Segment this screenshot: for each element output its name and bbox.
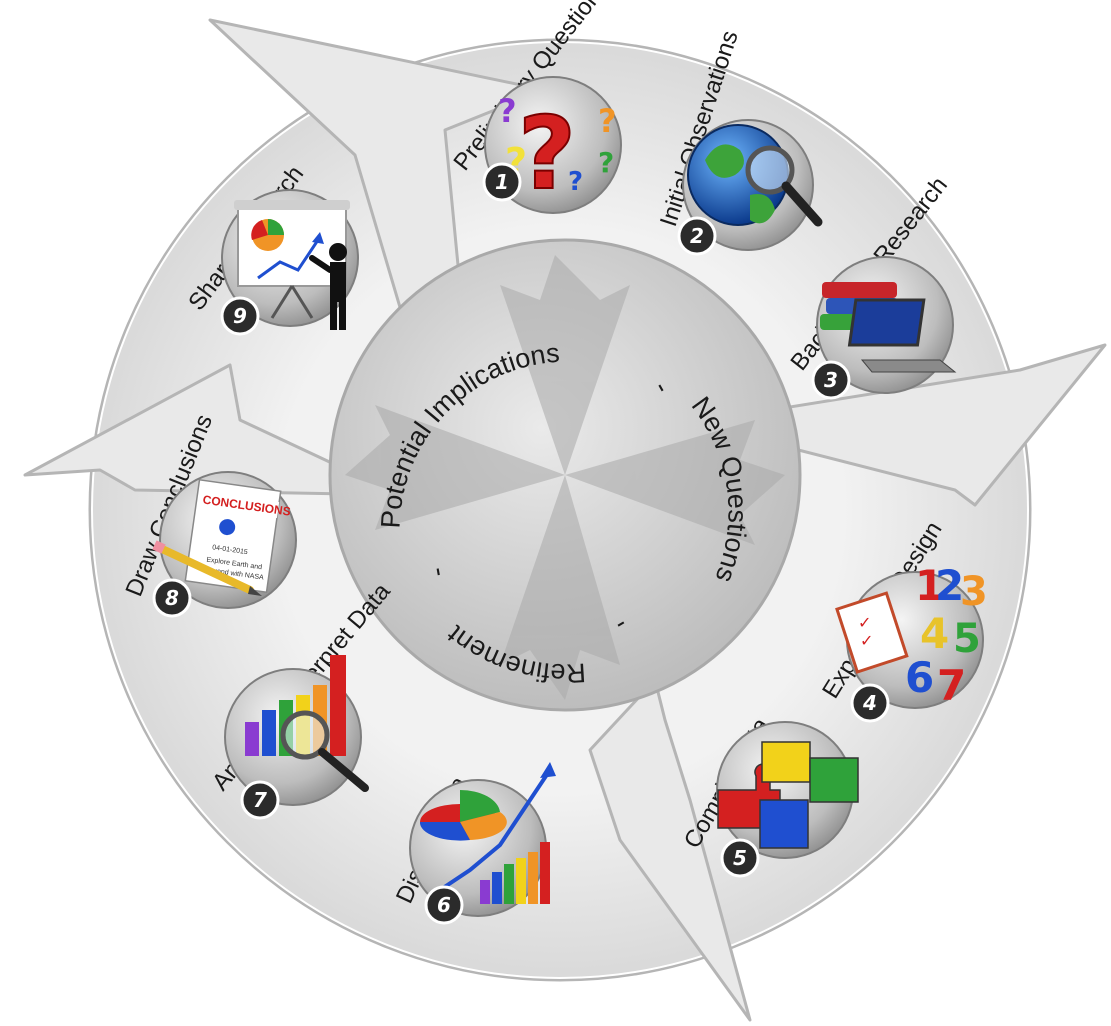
step-4-badge <box>850 683 890 723</box>
step-7-number: 7 <box>253 788 267 812</box>
step-8-number: 8 <box>165 586 179 610</box>
conclusions-document-icon: CONCLUSIONS 04-01-2015 Explore Earth and… <box>152 478 292 596</box>
step-1: Preliminary Question ? ? ? ? ? ? 1 <box>448 0 622 214</box>
step-2: Initial Observations 2 <box>655 27 823 256</box>
step-6-badge <box>424 885 464 925</box>
question-marks-icon: ? ? ? ? ? ? <box>498 92 617 213</box>
svg-text:?: ? <box>598 102 617 140</box>
svg-text:5: 5 <box>953 616 981 662</box>
svg-text:✓: ✓ <box>860 631 873 650</box>
svg-text:?: ? <box>518 95 576 212</box>
svg-text:3: 3 <box>960 569 988 615</box>
pie-bar-chart-icon <box>419 762 556 904</box>
svg-text:7: 7 <box>937 661 966 710</box>
step-3-number: 3 <box>824 368 838 392</box>
svg-text:?: ? <box>568 167 583 197</box>
step-5-number: 5 <box>733 846 747 870</box>
step-3-badge <box>811 360 851 400</box>
step-9: Share Research 9 <box>183 161 359 336</box>
step-6-number: 6 <box>437 893 451 917</box>
cycle-arrow-left <box>23 363 402 497</box>
step-1-badge <box>482 162 522 202</box>
globe-magnifier-icon <box>687 124 823 227</box>
svg-text:?: ? <box>598 146 614 179</box>
checklist-numbers-icon: ✓ ✓ 1 2 3 4 5 6 7 <box>835 561 988 710</box>
presentation-icon <box>234 200 350 330</box>
step-5-badge <box>720 838 760 878</box>
step-7-badge <box>240 780 280 820</box>
svg-text:4: 4 <box>920 609 949 658</box>
step-4: Experiment Design ✓ ✓ 1 2 3 4 5 6 7 4 <box>817 517 988 723</box>
center-inward-arrows <box>345 255 785 700</box>
bar-chart-magnifier-icon <box>245 655 369 792</box>
svg-text:04-01-2015: 04-01-2015 <box>212 544 249 556</box>
step-1-number: 1 <box>495 170 509 194</box>
books-laptop-icon <box>820 282 957 373</box>
svg-text:✓: ✓ <box>858 613 871 632</box>
step-4-number: 4 <box>862 691 877 715</box>
puzzle-pieces-icon <box>717 741 859 849</box>
step-8-badge <box>152 578 192 618</box>
step-2-number: 2 <box>690 224 704 248</box>
step-9-number: 9 <box>233 304 247 328</box>
step-6: Display Data 6 <box>391 762 556 925</box>
outer-ring-inner-edge <box>91 41 1029 979</box>
svg-text:?: ? <box>498 92 517 130</box>
step-2-badge <box>677 216 717 256</box>
svg-text:2: 2 <box>935 561 964 610</box>
step-9-badge <box>220 296 260 336</box>
svg-text:6: 6 <box>905 653 934 702</box>
svg-text:1: 1 <box>915 561 944 610</box>
cycle-arrow-bottom <box>588 678 752 1022</box>
